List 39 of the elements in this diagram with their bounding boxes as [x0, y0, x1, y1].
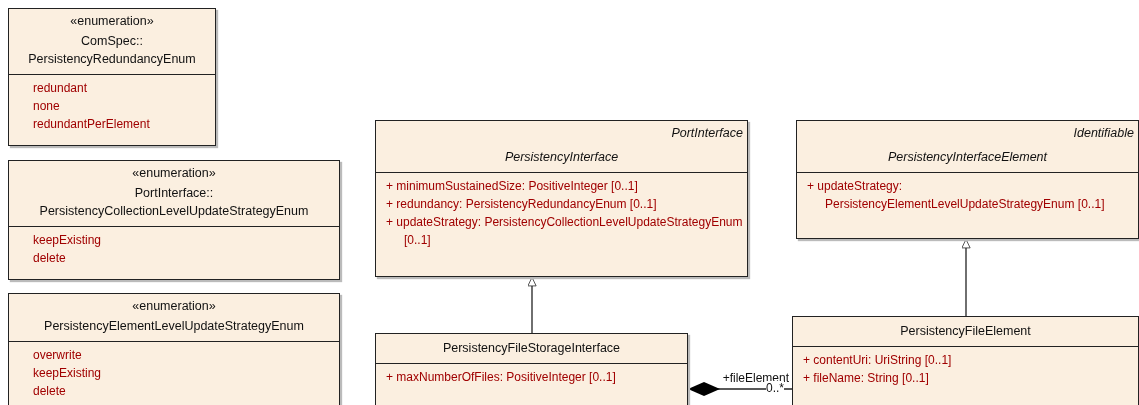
- class-box: [8, 293, 340, 405]
- class-box: [8, 160, 340, 280]
- enum-literal: delete: [33, 383, 67, 400]
- attribute-text: + fileName: String [0..1]: [803, 370, 930, 387]
- attribute-text: + updateStrategy: PersistencyElementLevelUpdateStrategyEnum [0..1]: [807, 178, 1106, 213]
- class-name: ComSpec:: PersistencyRedundancyEnum: [27, 33, 197, 68]
- generalization-arrow: [527, 276, 537, 334]
- class-box: [375, 120, 748, 277]
- enum-literal: redundant: [33, 80, 89, 97]
- class-name: PersistencyInterface: [503, 149, 620, 166]
- composition-line: [687, 382, 793, 396]
- class-name: PersistencyFileElement: [899, 323, 1032, 340]
- stereotype-label: «enumeration»: [69, 13, 155, 30]
- stereotype-label: «enumeration»: [131, 165, 217, 182]
- attribute-text: + contentUri: UriString [0..1]: [803, 352, 953, 369]
- enum-literal: delete: [33, 250, 67, 267]
- enum-literal: redundantPerElement: [33, 116, 151, 133]
- enum-literal: keepExisting: [33, 365, 103, 382]
- stereotype-label: «enumeration»: [131, 298, 217, 315]
- class-box: [375, 333, 688, 405]
- class-box: [8, 8, 216, 146]
- class-name: PersistencyInterfaceElement: [886, 149, 1049, 166]
- attribute-text: + redundancy: PersistencyRedundancyEnum [0..1]: [386, 196, 658, 213]
- enum-literal: overwrite: [33, 347, 83, 364]
- class-name: PersistencyFileStorageInterface: [441, 340, 622, 357]
- class-name: PersistencyElementLevelUpdateStrategyEnum: [43, 318, 305, 335]
- enum-literal: none: [33, 98, 61, 115]
- class-name: PortInterface:: PersistencyCollectionLevelUpdateStrategyEnum: [38, 185, 310, 220]
- namespace-label: PortInterface: [670, 125, 743, 142]
- attribute-text: + maxNumberOfFiles: PositiveInteger [0..1]: [386, 369, 617, 386]
- role-label: +fileElement: [722, 371, 789, 385]
- enum-literal: keepExisting: [33, 232, 103, 249]
- attribute-text: + minimumSustainedSize: PositiveInteger [0..1]: [386, 178, 639, 195]
- class-box: [792, 316, 1139, 405]
- multiplicity-label: 0..*: [766, 381, 784, 395]
- attribute-text: + updateStrategy: PersistencyCollectionLevelUpdateStrategyEnum [0..1]: [386, 214, 743, 249]
- generalization-arrow: [961, 238, 971, 317]
- class-box: [796, 120, 1139, 239]
- namespace-label: Identifiable: [1072, 125, 1134, 142]
